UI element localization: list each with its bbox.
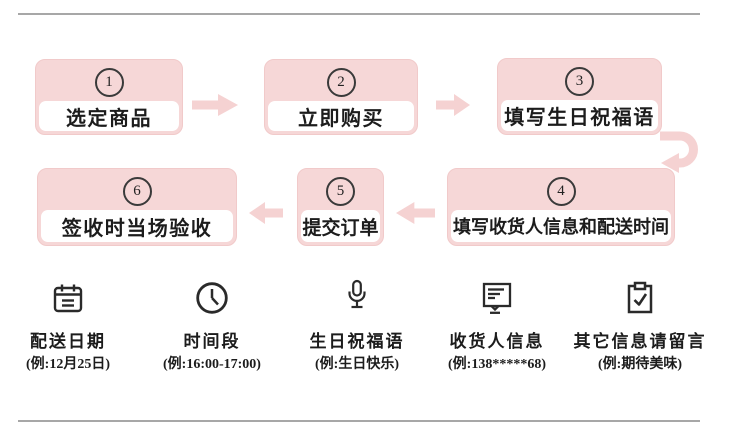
step-number-badge: 1 [36, 60, 182, 101]
step-label: 提交订单 [301, 210, 380, 242]
uturn-arrow-icon [660, 131, 698, 173]
step-number: 5 [326, 176, 355, 206]
arrow-right-icon [192, 94, 238, 116]
top-divider [18, 13, 700, 15]
legend-example: (例:138*****68) [448, 357, 546, 372]
flow-step-2: 2 立即购买 [264, 59, 418, 135]
step-number: 4 [546, 176, 576, 206]
step-number: 1 [94, 67, 124, 97]
legend-label: 其它信息请留言 [573, 332, 707, 351]
step-number: 2 [326, 67, 356, 97]
legend-label: 配送日期 [30, 332, 106, 351]
arrow-left-icon [249, 202, 283, 224]
legend-item-birthday-wish: 生日祝福语 (例:生日快乐) [272, 274, 442, 380]
bottom-divider [18, 420, 700, 422]
microphone-icon [272, 274, 442, 316]
legend-label: 收货人信息 [449, 332, 545, 351]
step-label: 填写生日祝福语 [501, 100, 658, 131]
step-number-badge: 6 [38, 169, 236, 210]
calendar-icon [0, 274, 153, 316]
step-label: 填写收货人信息和配送时间 [451, 210, 671, 242]
step-number: 6 [122, 176, 152, 206]
step-number-badge: 5 [298, 169, 383, 210]
clipboard-check-icon [555, 274, 725, 316]
flow-step-5: 5 提交订单 [297, 168, 384, 246]
flow-step-3: 3 填写生日祝福语 [497, 58, 662, 135]
arrow-left-icon [396, 202, 435, 224]
step-label: 选定商品 [39, 101, 179, 131]
message-icon [412, 274, 582, 316]
step-number-badge: 3 [498, 59, 661, 100]
flow-step-6: 6 签收时当场验收 [37, 168, 237, 246]
legend-item-recipient-info: 收货人信息 (例:138*****68) [412, 274, 582, 380]
step-number-badge: 4 [448, 169, 674, 210]
legend-example: (例:期待美味) [598, 357, 682, 372]
flow-step-1: 1 选定商品 [35, 59, 183, 135]
legend-label: 时间段 [183, 332, 241, 351]
step-number-badge: 2 [265, 60, 417, 101]
legend-example: (例:生日快乐) [315, 357, 399, 372]
step-number: 3 [565, 66, 594, 96]
legend-item-other-message: 其它信息请留言 (例:期待美味) [555, 274, 725, 380]
legend-label: 生日祝福语 [309, 332, 405, 351]
legend-example: (例:16:00-17:00) [163, 357, 261, 372]
flow-step-4: 4 填写收货人信息和配送时间 [447, 168, 675, 246]
step-label: 立即购买 [268, 101, 414, 131]
legend-example: (例:12月25日) [26, 357, 110, 372]
legend-item-delivery-date: 配送日期 (例:12月25日) [0, 274, 153, 380]
arrow-right-icon [436, 94, 470, 116]
legend-item-time-slot: 时间段 (例:16:00-17:00) [127, 274, 297, 380]
clock-icon [127, 274, 297, 316]
step-label: 签收时当场验收 [41, 210, 233, 242]
